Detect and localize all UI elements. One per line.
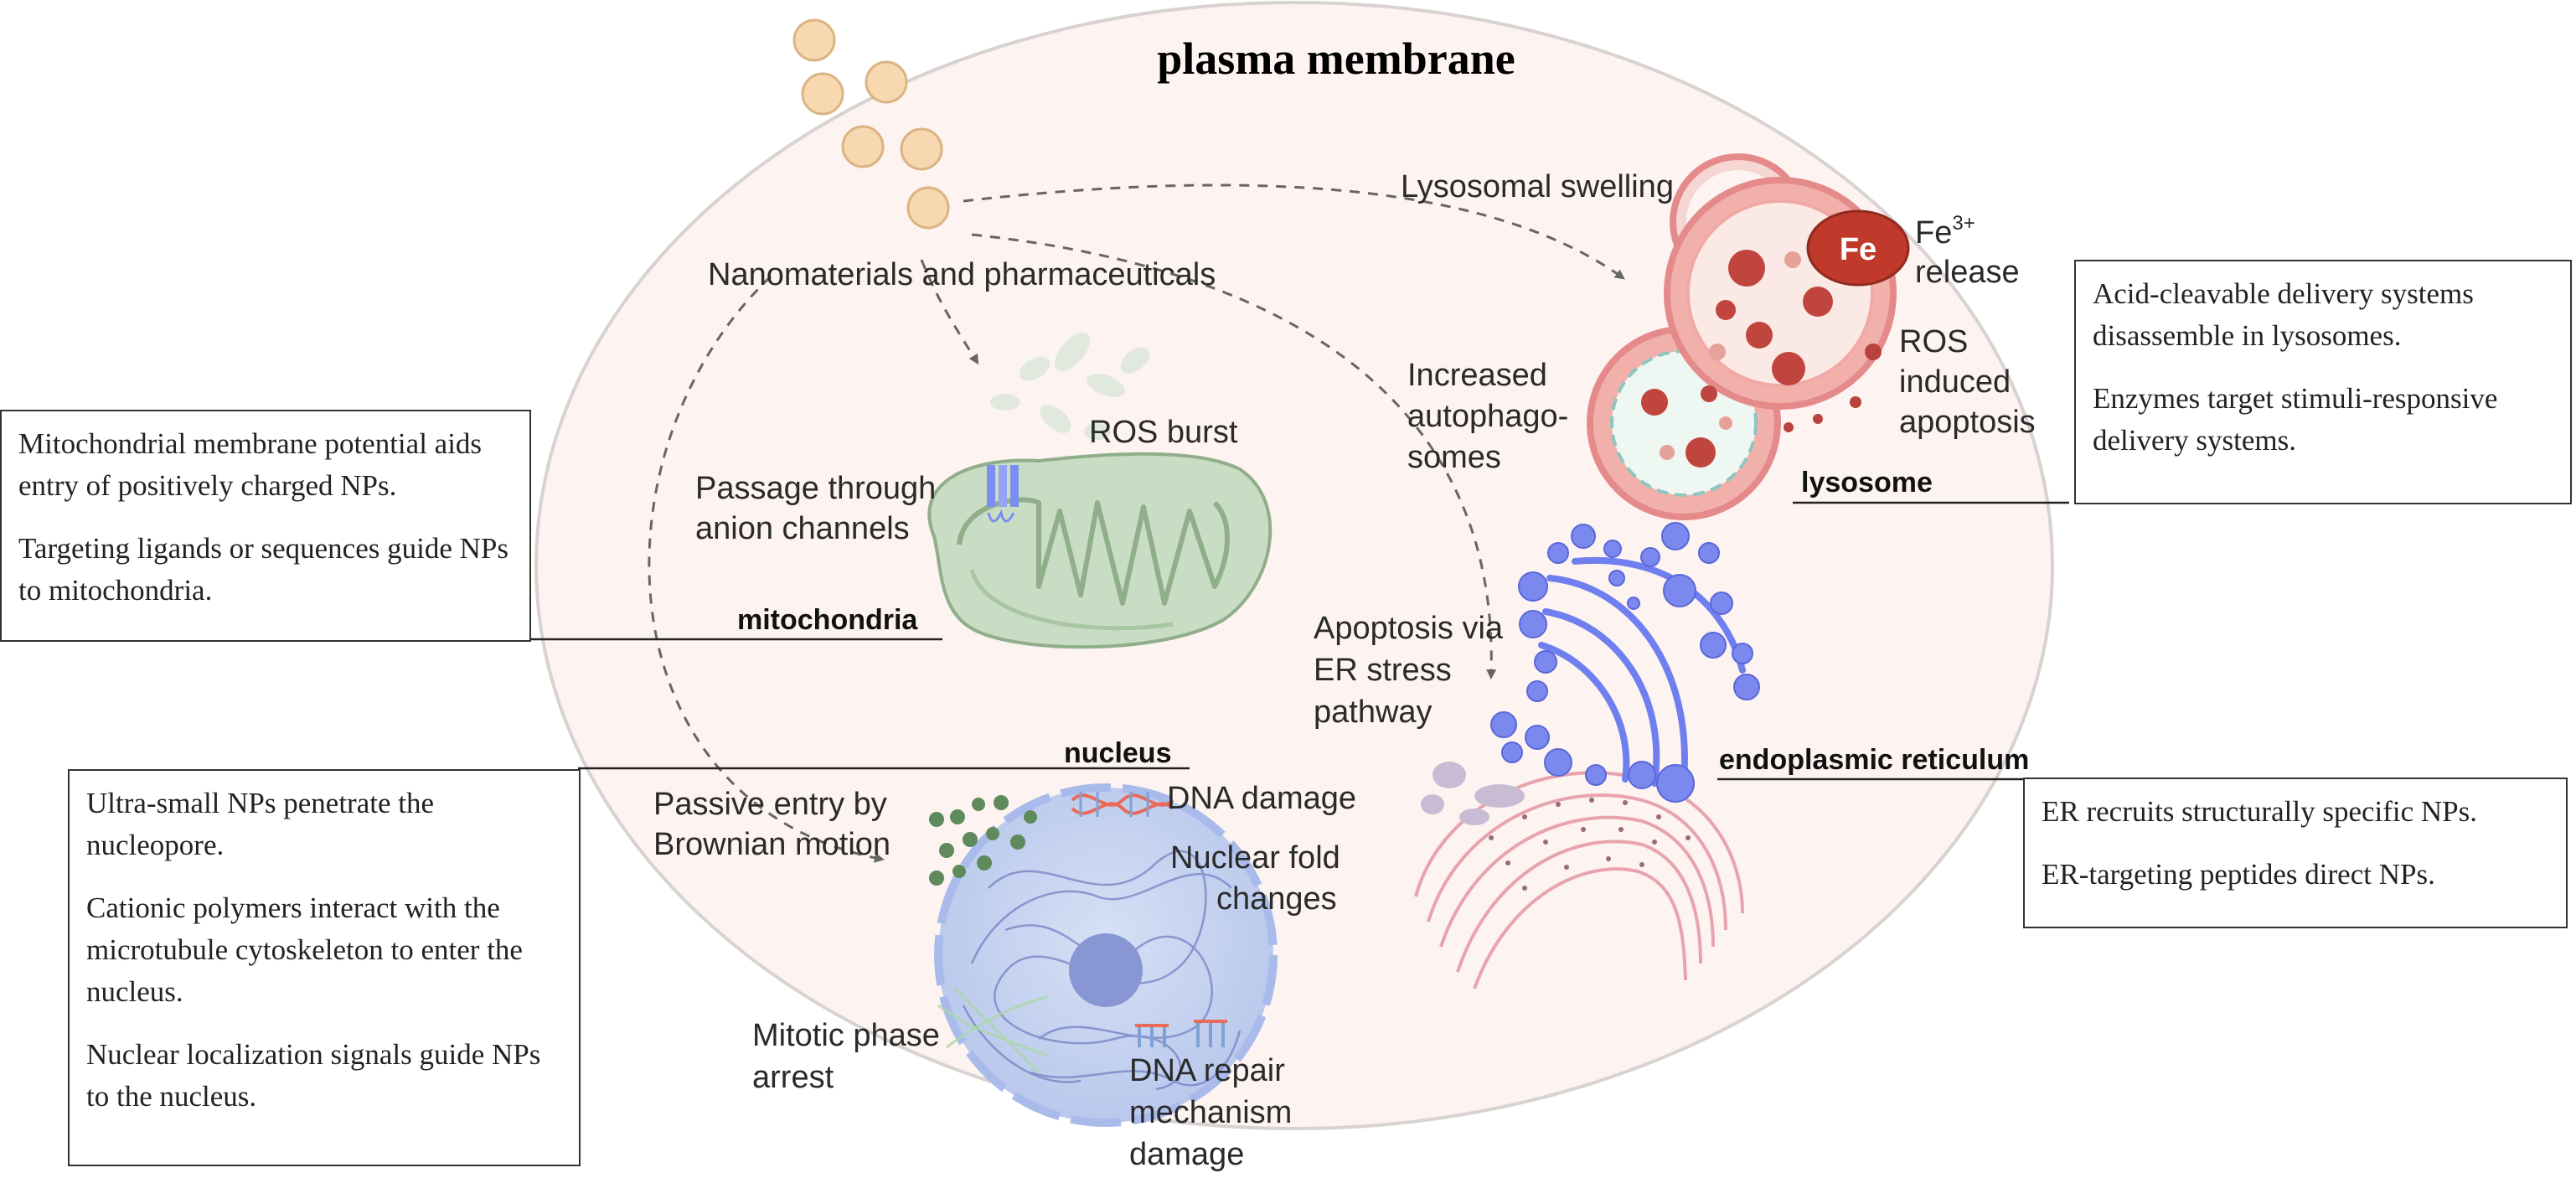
ros-apoptosis-line: apoptosis — [1899, 405, 2036, 440]
mitotic-arrest-line: Mitotic phase — [752, 1018, 940, 1053]
nanoparticle — [900, 127, 943, 171]
er-note: ER recruits structurally specific NPs. E… — [2023, 778, 2568, 928]
mitochondria-label: mitochondria — [737, 604, 918, 636]
nucleus-note-text: Cationic polymers interact with the micr… — [86, 891, 523, 1008]
nucleus-label: nucleus — [1064, 737, 1171, 769]
mitochondria-note: Mitochondrial membrane potential aids en… — [0, 410, 531, 642]
mitotic-arrest-line: arrest — [752, 1060, 834, 1095]
nucleus-note: Ultra-small NPs penetrate the nucleopore… — [68, 769, 581, 1166]
nucleus-illustration — [929, 783, 1278, 1127]
er-note-text: ER-targeting peptides direct NPs. — [2042, 858, 2435, 891]
nanomaterials-label: Nanomaterials and pharmaceuticals — [708, 257, 1216, 292]
autophagosomes-line: Increased — [1407, 358, 1547, 393]
fe-symbol: Fe — [1840, 232, 1877, 267]
er-stress-line: pathway — [1314, 695, 1433, 730]
fe-release-label-line2: release — [1915, 255, 2020, 290]
dna-repair-line: mechanism — [1129, 1095, 1292, 1130]
er-stress-line: Apoptosis via — [1314, 611, 1504, 646]
lysosome-label: lysosome — [1801, 467, 1933, 499]
mitochondria-note-text: Mitochondrial membrane potential aids en… — [18, 427, 483, 502]
ros-burst-label: ROS burst — [1089, 415, 1238, 450]
increased-autophagosomes-label: Increased autophago- somes — [1407, 358, 1577, 475]
anion-channels-label: Passage through anion channels — [695, 471, 945, 546]
lysosome-note: Acid-cleavable delivery systems disassem… — [2074, 260, 2572, 504]
nucleus-note-text: Ultra-small NPs penetrate the nucleopore… — [86, 787, 435, 861]
dna-repair-label: DNA repair mechanism damage — [1129, 1053, 1301, 1172]
mitochondrion-illustration — [927, 332, 1273, 649]
passive-entry-label: Passive entry by Brownian motion — [653, 787, 896, 862]
ros-apoptosis-line: ROS — [1899, 324, 1968, 359]
ros-apoptosis-line: induced — [1899, 364, 2011, 400]
arrow-to-mitochondria — [920, 259, 979, 365]
dna-repair-line: damage — [1129, 1137, 1244, 1172]
passive-entry-line: Brownian motion — [653, 827, 891, 862]
lysosome-note-text: Acid-cleavable delivery systems disassem… — [2093, 277, 2474, 352]
anion-channels-line: Passage through — [695, 471, 936, 506]
er-stress-label: Apoptosis via ER stress pathway — [1314, 611, 1512, 730]
nuclear-fold-label: Nuclear fold changes — [1170, 840, 1349, 917]
nuclear-fold-line: changes — [1216, 881, 1337, 917]
page-title: plasma membrane — [1157, 34, 1515, 84]
fe-release-text: Fe — [1915, 215, 1952, 251]
er-label: endoplasmic reticulum — [1719, 744, 2029, 776]
plasma-membrane — [534, 1, 2054, 1130]
mitotic-arrest-label: Mitotic phase arrest — [752, 1018, 948, 1095]
autophagosomes-line: autophago- — [1407, 399, 1568, 434]
fe-release-label: Fe3+ — [1915, 212, 1975, 251]
er-note-text: ER recruits structurally specific NPs. — [2042, 795, 2478, 828]
ros-apoptosis-label: ROS induced apoptosis — [1899, 324, 2036, 440]
dna-damage-label: DNA damage — [1167, 781, 1356, 816]
anion-channels-line: anion channels — [695, 511, 910, 546]
pathway-arrows — [648, 183, 1625, 863]
lysosomal-swelling-label: Lysosomal swelling — [1401, 169, 1674, 204]
nanoparticle — [865, 60, 908, 104]
fe-superscript: 3+ — [1952, 212, 1975, 235]
lysosome-note-text: Enzymes target stimuli-responsive delive… — [2093, 382, 2498, 457]
nanoparticle — [841, 125, 885, 168]
mitochondria-note-text: Targeting ligands or sequences guide NPs… — [18, 532, 508, 607]
nuclear-fold-line: Nuclear fold — [1170, 840, 1340, 876]
nanoparticle — [906, 186, 950, 230]
nanoparticle — [801, 72, 844, 116]
passive-entry-line: Passive entry by — [653, 787, 887, 822]
dna-repair-line: DNA repair — [1129, 1053, 1285, 1088]
arrow-to-lysosome — [963, 183, 1625, 280]
arrow-to-nucleus — [648, 275, 885, 863]
nucleus-note-text: Nuclear localization signals guide NPs t… — [86, 1038, 541, 1113]
nanoparticle — [792, 18, 836, 62]
lysosome-illustration: Fe — [1587, 153, 1910, 520]
er-stress-line: ER stress — [1314, 653, 1452, 688]
autophagosomes-line: somes — [1407, 440, 1501, 475]
nanoparticles — [792, 18, 950, 230]
er-illustration — [1414, 522, 1760, 989]
arrow-to-er — [971, 233, 1497, 679]
